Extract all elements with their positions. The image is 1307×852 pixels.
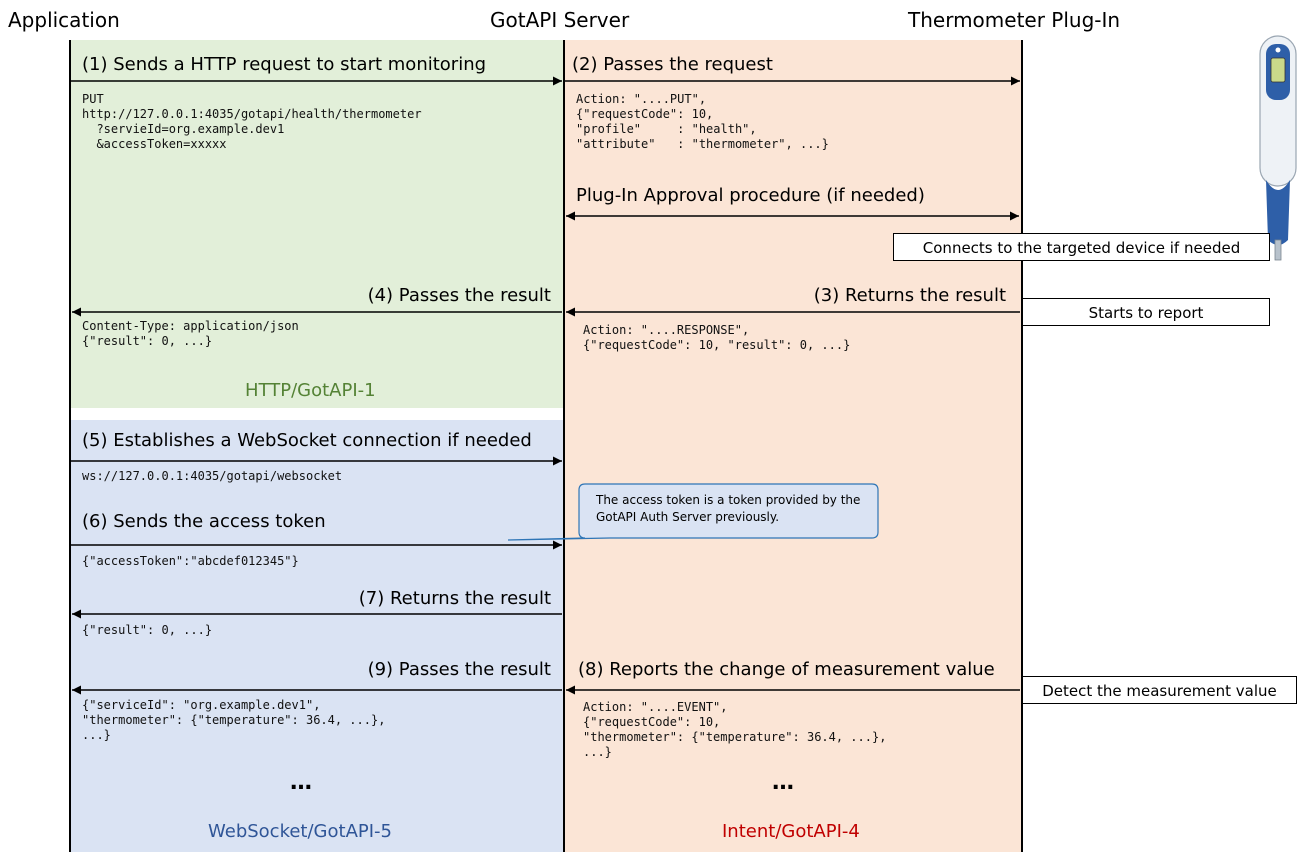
step5-label: (5) Establishes a WebSocket connection i…	[82, 430, 532, 451]
intent-request-code: Action: "....PUT", {"requestCode": 10, "…	[576, 92, 829, 151]
intent-region	[564, 40, 1022, 852]
detect-measurement-box: Detect the measurement value	[1022, 676, 1297, 704]
ellipsis-right: …	[772, 770, 796, 795]
http-request-code: PUT http://127.0.0.1:4035/gotapi/health/…	[82, 92, 422, 151]
websocket-url-code: ws://127.0.0.1:4035/gotapi/websocket	[82, 469, 343, 483]
websocket-protocol-label: WebSocket/GotAPI-5	[208, 821, 392, 842]
application-lifeline	[69, 40, 71, 852]
step9-label: (9) Passes the result	[367, 659, 551, 680]
http-response-code: Content-Type: application/json {"result"…	[82, 319, 299, 348]
websocket-region	[70, 420, 564, 852]
plugin-lifeline	[1021, 40, 1023, 852]
access-token-code: {"accessToken":"abcdef012345"}	[82, 554, 299, 568]
step2-label: (2) Passes the request	[572, 54, 773, 75]
step4-label: (4) Passes the result	[367, 285, 551, 306]
approval-label: Plug-In Approval procedure (if needed)	[576, 185, 925, 206]
step3-label: (3) Returns the result	[813, 285, 1006, 306]
intent-event-code: Action: "....EVENT", {"requestCode": 10,…	[583, 700, 887, 759]
http-protocol-label: HTTP/GotAPI-1	[245, 380, 376, 401]
step8-label: (8) Reports the change of measurement va…	[578, 659, 995, 680]
ellipsis-left: …	[290, 770, 314, 795]
application-header: Application	[8, 8, 120, 32]
step1-label: (1) Sends a HTTP request to start monito…	[82, 54, 487, 75]
http-region	[70, 40, 564, 408]
thermometer-icon	[1259, 35, 1297, 261]
intent-protocol-label: Intent/GotAPI-4	[722, 821, 860, 842]
thermometer-plugin-header: Thermometer Plug-In	[908, 8, 1121, 32]
access-token-callout-text: The access token is a token provided by …	[596, 493, 861, 524]
access-token-callout	[507, 483, 879, 541]
connects-device-box: Connects to the targeted device if neede…	[893, 233, 1270, 261]
ws-result-code: {"result": 0, ...}	[82, 623, 213, 637]
step7-label: (7) Returns the result	[358, 588, 551, 609]
ws-event-code: {"serviceId": "org.example.dev1", "therm…	[82, 698, 386, 742]
gotapi-server-lifeline	[563, 40, 565, 852]
intent-response-code: Action: "....RESPONSE", {"requestCode": …	[583, 323, 851, 352]
gotapi-server-header: GotAPI Server	[490, 8, 630, 32]
step6-label: (6) Sends the access token	[82, 511, 326, 532]
starts-report-box: Starts to report	[1022, 298, 1270, 326]
